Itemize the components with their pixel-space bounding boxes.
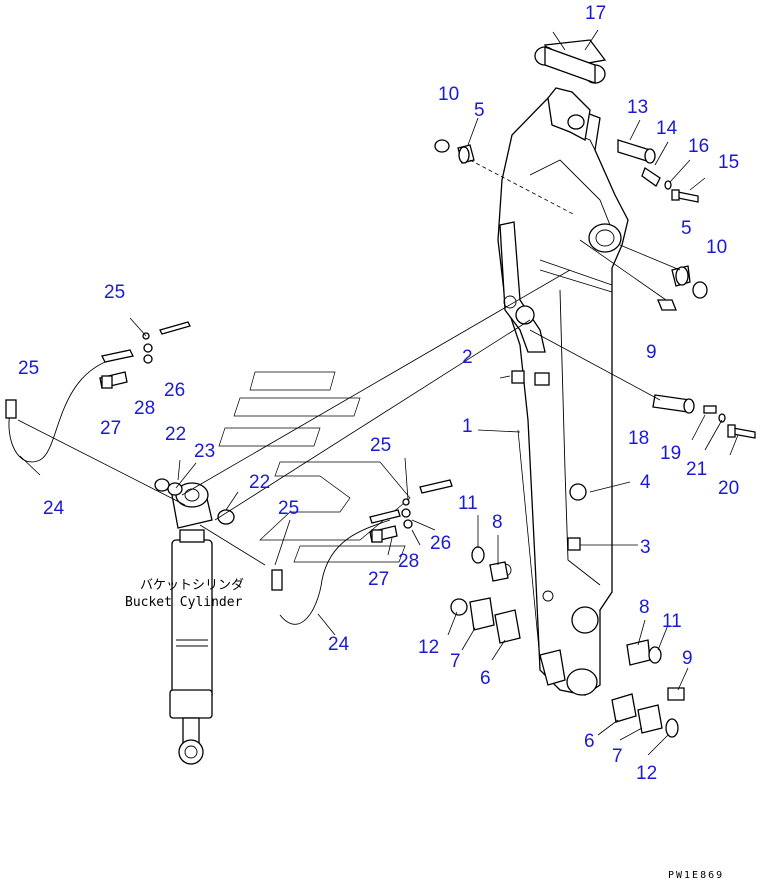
callout-3: 3: [640, 537, 651, 558]
callout-22: 22: [165, 424, 186, 445]
callout-22: 22: [249, 472, 270, 493]
callout-14: 14: [656, 118, 678, 139]
callout-27: 27: [368, 569, 389, 590]
callout-10: 10: [438, 84, 459, 105]
callout-2: 2: [462, 347, 473, 368]
drawing-code: PW1E869: [668, 870, 724, 881]
callout-12: 12: [418, 637, 439, 658]
arm-body: [497, 87, 629, 696]
callout-27: 27: [100, 418, 121, 439]
callout-16: 16: [688, 136, 709, 157]
callout-7: 7: [450, 651, 461, 672]
leader-lines: [17, 29, 739, 756]
callout-9: 9: [682, 648, 693, 669]
callouts: 17 13 14 16 15 10 5 5 10 9 2 18 19 21 20…: [18, 3, 739, 784]
callout-9: 9: [646, 342, 657, 363]
callout-4: 4: [640, 472, 651, 493]
callout-5: 5: [474, 100, 485, 121]
callout-12: 12: [636, 763, 657, 784]
callout-8: 8: [492, 512, 503, 533]
top-pin-group: [534, 39, 699, 203]
callout-20: 20: [718, 478, 739, 499]
bushing-set-upper: [434, 139, 708, 311]
callout-28: 28: [134, 398, 155, 419]
watermark-chevrons: [218, 371, 411, 563]
callout-23: 23: [194, 441, 215, 462]
callout-28: 28: [398, 551, 419, 572]
callout-6: 6: [584, 731, 595, 752]
callout-24: 24: [328, 634, 350, 655]
cylinder-en-label: Bucket Cylinder: [125, 595, 243, 610]
callout-19: 19: [660, 443, 681, 464]
callout-25: 25: [18, 358, 39, 379]
callout-17: 17: [585, 3, 606, 24]
callout-11: 11: [662, 611, 682, 632]
callout-25: 25: [278, 498, 299, 519]
callout-15: 15: [718, 152, 739, 173]
callout-8: 8: [639, 597, 650, 618]
callout-26: 26: [164, 380, 185, 401]
callout-25: 25: [104, 282, 125, 303]
callout-24: 24: [43, 498, 65, 519]
callout-21: 21: [686, 459, 707, 480]
callout-13: 13: [627, 97, 648, 118]
cylinder-jp-label: バケットシリンダ: [140, 578, 244, 593]
callout-18: 18: [628, 428, 649, 449]
bucket-cylinder: [154, 478, 235, 765]
callout-26: 26: [430, 533, 451, 554]
callout-6: 6: [480, 668, 491, 689]
right-pin-group: [652, 394, 756, 439]
callout-10: 10: [706, 237, 727, 258]
grease-lines: [5, 321, 453, 625]
callout-1: 1: [462, 416, 473, 437]
callout-11: 11: [458, 493, 478, 514]
callout-25: 25: [370, 435, 391, 456]
callout-5: 5: [681, 218, 692, 239]
callout-7: 7: [612, 746, 623, 767]
bushing-set-lower: [450, 546, 685, 738]
